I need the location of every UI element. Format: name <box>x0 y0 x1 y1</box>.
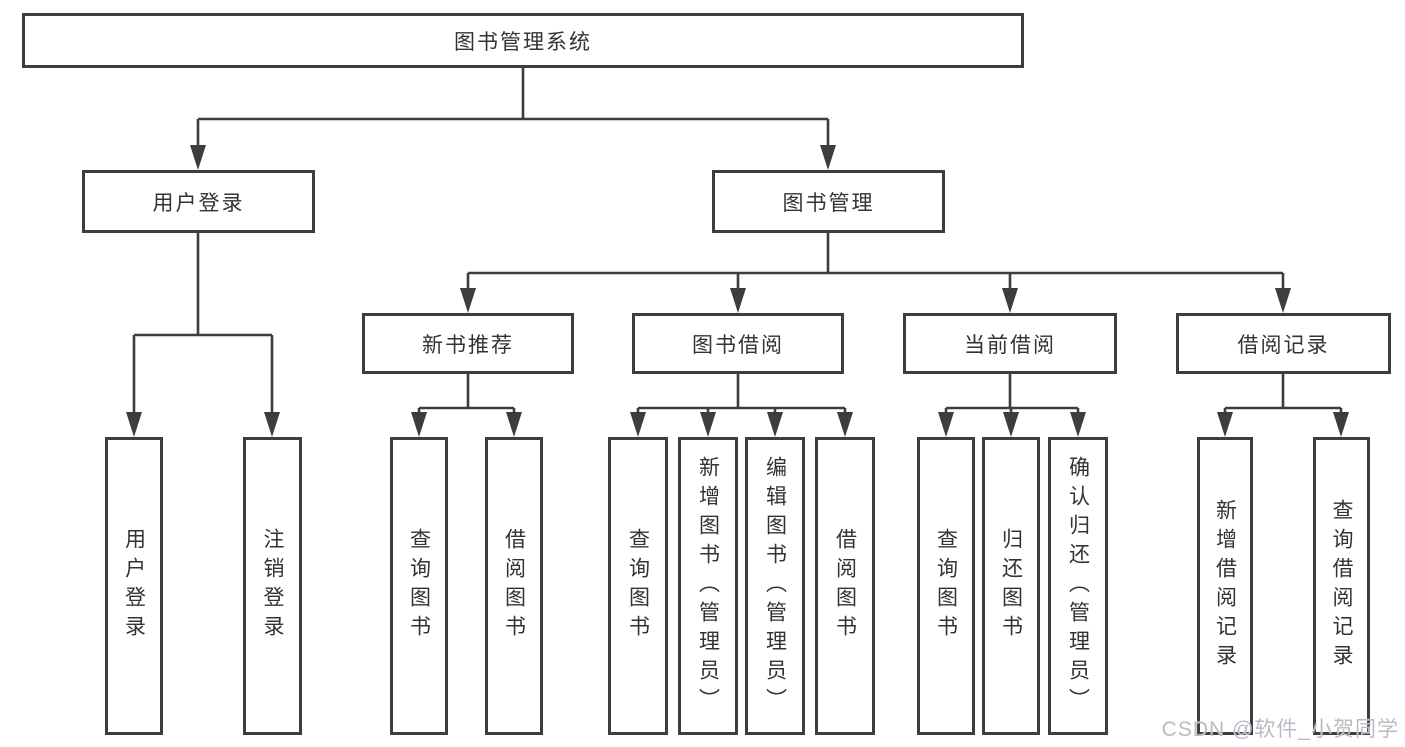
node-edit-book-admin: 编辑图书（管理员） <box>745 437 805 735</box>
node-borrow-books-2: 借阅图书 <box>815 437 875 735</box>
node-add-borrow-record: 新增借阅记录 <box>1197 437 1253 735</box>
node-borrow-books-1: 借阅图书 <box>485 437 543 735</box>
csdn-watermark: CSDN @软件_小贺同学 <box>1161 718 1399 741</box>
node-logout: 注销登录 <box>243 437 302 735</box>
node-book-management: 图书管理 <box>712 170 945 233</box>
node-query-books-2: 查询图书 <box>608 437 668 735</box>
node-return-book: 归还图书 <box>982 437 1040 735</box>
node-user-login: 用户登录 <box>82 170 315 233</box>
node-current-borrow: 当前借阅 <box>903 313 1117 374</box>
node-query-books-1: 查询图书 <box>390 437 448 735</box>
node-book-borrow: 图书借阅 <box>632 313 844 374</box>
node-query-borrow-record: 查询借阅记录 <box>1313 437 1370 735</box>
node-add-book-admin: 新增图书（管理员） <box>678 437 738 735</box>
node-user-login-leaf: 用户登录 <box>105 437 163 735</box>
node-library-system: 图书管理系统 <box>22 13 1024 68</box>
node-query-books-3: 查询图书 <box>917 437 975 735</box>
node-new-book-recommend: 新书推荐 <box>362 313 574 374</box>
node-confirm-return-admin: 确认归还（管理员） <box>1048 437 1108 735</box>
node-borrow-record: 借阅记录 <box>1176 313 1391 374</box>
